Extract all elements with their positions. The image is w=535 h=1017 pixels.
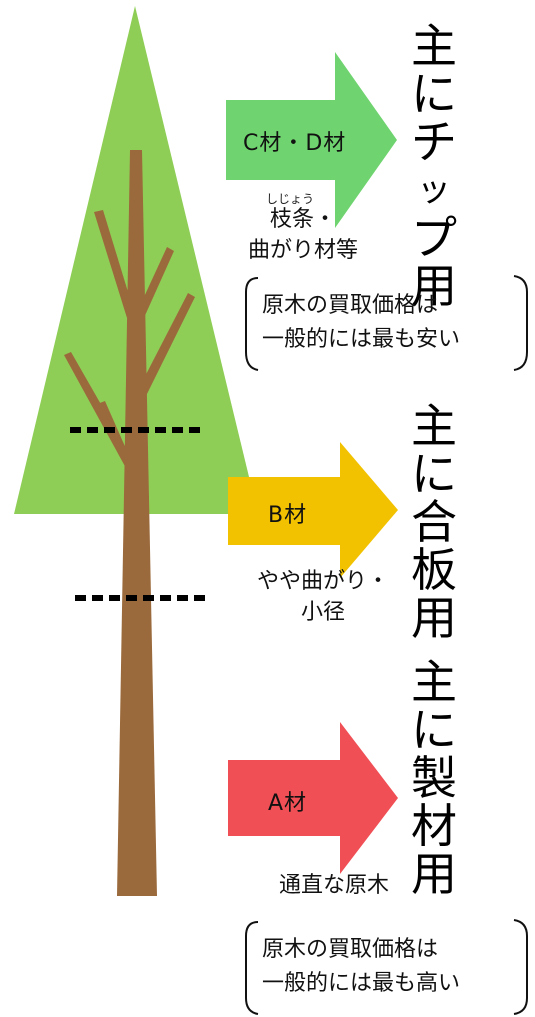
usage-char: 材 [411,799,457,853]
bracket-right-upper [513,275,528,371]
price-note-lowest: 原木の買取価格は 一般的には最も安い [262,289,460,357]
price-note-highest-line2: 一般的には最も高い [262,971,461,996]
usage-char: 主 [411,399,457,453]
material-desc-a: 通直な原木 [254,870,414,901]
usage-char: に [411,447,457,501]
usage-char: 用 [411,591,457,645]
arrow-b [228,442,398,578]
bracket-right-lower [513,919,528,1015]
usage-char: 用 [411,847,457,901]
arrow-label-a: A材 [268,791,308,816]
usage-char: 製 [411,751,457,805]
usage-char: 主 [411,655,457,709]
bracket-left-lower [245,921,259,1015]
usage-char: プ [411,211,457,265]
usage-char: に [411,67,457,121]
usage-char: に [411,703,457,757]
tree-branch [97,401,131,470]
tree-branch [138,247,174,320]
usage-title-lumber: 主 に 製 材 用 [406,658,462,898]
tree-branch [94,210,132,318]
arrow-label-b: B材 [268,503,308,528]
tree-branch [64,352,130,470]
usage-title-plywood: 主 に 合 板 用 [406,402,462,642]
arrow-a [228,722,398,874]
tree-trunk-group [64,150,195,896]
material-desc-a-line1: 通直な原木 [278,873,389,898]
material-desc-cd-line2: 曲がり材等 [247,238,358,263]
material-desc-b-line1: やや曲がり・ [256,569,389,594]
tree-trunk [117,150,157,896]
material-desc-b: やや曲がり・ 小径 [238,566,408,628]
usage-char: 主 [411,19,457,73]
ruby-shijou: しじょう [266,192,315,206]
material-desc-cd-line1: 枝条・ [269,207,336,232]
usage-char: チ [411,115,457,169]
arrow-cd [226,52,397,228]
price-note-highest-line1: 原木の買取価格は [262,937,439,962]
usage-title-chip: 主 に チ ッ プ 用 [406,22,462,310]
bracket-left-upper [245,277,259,371]
tree-branch [139,293,195,400]
material-desc-b-line2: 小径 [300,600,345,625]
price-note-highest: 原木の買取価格は 一般的には最も高い [262,933,460,1001]
usage-char: 合 [411,495,457,549]
usage-char: 用 [411,259,457,313]
price-note-lowest-line1: 原木の買取価格は [262,293,439,318]
arrow-label-cd: C材・D材 [243,131,347,156]
material-desc-cd: 枝条・ 曲がり材等 [228,204,378,266]
usage-char: 板 [411,543,457,597]
price-note-lowest-line2: 一般的には最も安い [262,327,461,352]
usage-char: ッ [417,170,451,210]
